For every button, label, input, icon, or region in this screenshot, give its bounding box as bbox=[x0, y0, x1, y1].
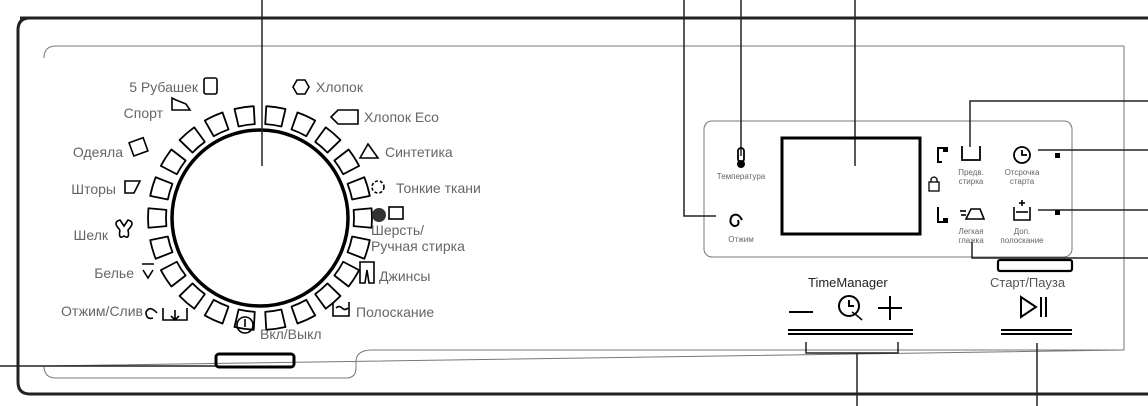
rinse-icon bbox=[332, 302, 350, 317]
program-curtains-label: Шторы bbox=[71, 181, 116, 197]
time-manager-controls[interactable] bbox=[788, 295, 913, 335]
dial-segment bbox=[203, 298, 230, 325]
program-wool-label-line2: Ручная стирка bbox=[371, 238, 465, 254]
blanket-icon bbox=[128, 136, 149, 157]
dial-segment bbox=[233, 308, 256, 331]
clock-icon[interactable] bbox=[1013, 146, 1031, 164]
extra-rinse-led bbox=[1055, 210, 1060, 215]
program-underwear-label: Белье bbox=[94, 265, 134, 281]
program-sport-label: Спорт bbox=[123, 105, 163, 121]
delay-led bbox=[1055, 153, 1060, 158]
program-rinse-label: Полоскание bbox=[356, 304, 435, 320]
synthetics-icon bbox=[358, 142, 380, 159]
dial-segment bbox=[346, 235, 371, 260]
prewash-label-line2: стирка bbox=[958, 177, 984, 186]
spin-label: Отжим bbox=[728, 235, 754, 244]
thermometer-icon[interactable] bbox=[737, 147, 745, 168]
extra-rinse-label-line1: Доп. bbox=[1013, 227, 1031, 236]
cotton-icon bbox=[292, 79, 310, 95]
easy-iron-label-line2: глажка bbox=[958, 236, 984, 245]
easy-iron-label-line1: Легкая bbox=[958, 227, 984, 236]
extra-rinse-icon[interactable] bbox=[1013, 200, 1031, 221]
handwash-icon bbox=[388, 206, 404, 220]
program-synthetics-label: Синтетика bbox=[385, 144, 453, 160]
delay-label-line1: Отсрочка bbox=[1004, 168, 1040, 177]
dial-segment bbox=[147, 207, 168, 229]
program-spin-drain-label: Отжим/Слив bbox=[60, 303, 143, 319]
dial-segment bbox=[203, 111, 230, 138]
dial-segment bbox=[233, 105, 256, 128]
extra-rinse-label-line2: полоскание bbox=[1000, 236, 1044, 245]
program-silk-label: Шелк bbox=[73, 227, 108, 243]
program-jeans-label: Джинсы bbox=[379, 268, 431, 284]
curtain-icon bbox=[124, 180, 142, 194]
delay-label-line2: старта bbox=[1009, 177, 1035, 186]
delicates-icon bbox=[371, 180, 385, 194]
shirt-icon bbox=[203, 77, 218, 95]
dial-segment bbox=[346, 176, 371, 201]
prewash-label-line1: Предв. bbox=[958, 168, 984, 177]
sport-icon bbox=[171, 96, 192, 111]
drain-icon bbox=[162, 308, 188, 322]
spin-icon[interactable] bbox=[729, 213, 743, 228]
program-cotton-label: Хлопок bbox=[316, 79, 363, 95]
wool-icon bbox=[372, 208, 386, 222]
dial-segment bbox=[159, 148, 187, 176]
dial-segment bbox=[149, 176, 174, 201]
power-icon[interactable] bbox=[236, 316, 254, 334]
dial-segment bbox=[264, 308, 287, 331]
play-pause-icon[interactable] bbox=[1020, 295, 1047, 319]
program-cotton-eco-label: Хлопок Eco bbox=[364, 109, 439, 125]
display-screen bbox=[780, 136, 922, 236]
on-off-button[interactable] bbox=[214, 352, 296, 369]
dial-segment bbox=[290, 111, 317, 138]
dial-segment bbox=[333, 260, 361, 288]
program-dial[interactable] bbox=[147, 105, 373, 331]
temperature-label: Температура bbox=[716, 172, 766, 181]
dial-segment bbox=[333, 148, 361, 176]
on-off-label: Вкл/Выкл bbox=[260, 326, 322, 342]
dial-segment bbox=[159, 260, 187, 288]
program-wool-label-line1: Шерсть/ bbox=[371, 222, 424, 238]
dial-segment bbox=[149, 235, 174, 260]
time-manager-label: TimeManager bbox=[808, 275, 888, 290]
silk-icon bbox=[115, 219, 133, 238]
jeans-icon bbox=[359, 261, 375, 284]
underwear-icon bbox=[142, 263, 154, 280]
dial-segment bbox=[314, 282, 342, 310]
start-pause-label: Старт/Пауза bbox=[990, 275, 1066, 290]
prewash-icon[interactable] bbox=[961, 146, 981, 161]
spin-drain-spin-icon bbox=[145, 307, 158, 320]
dial-segment bbox=[178, 282, 206, 310]
program-delicates-label: Тонкие ткани bbox=[396, 180, 481, 196]
program-shirts-label: 5 Рубашек bbox=[129, 79, 198, 95]
iron-icon[interactable] bbox=[960, 208, 986, 220]
child-lock-indicator bbox=[928, 147, 948, 223]
dial-segment bbox=[352, 207, 373, 229]
program-blankets-label: Одеяла bbox=[72, 144, 123, 160]
dial-segment bbox=[314, 126, 342, 154]
dial-segment bbox=[264, 105, 287, 128]
dial-segment bbox=[290, 298, 317, 325]
start-pause-led-bar bbox=[996, 258, 1074, 273]
dial-segment bbox=[178, 126, 206, 154]
cotton-eco-icon bbox=[329, 109, 359, 125]
